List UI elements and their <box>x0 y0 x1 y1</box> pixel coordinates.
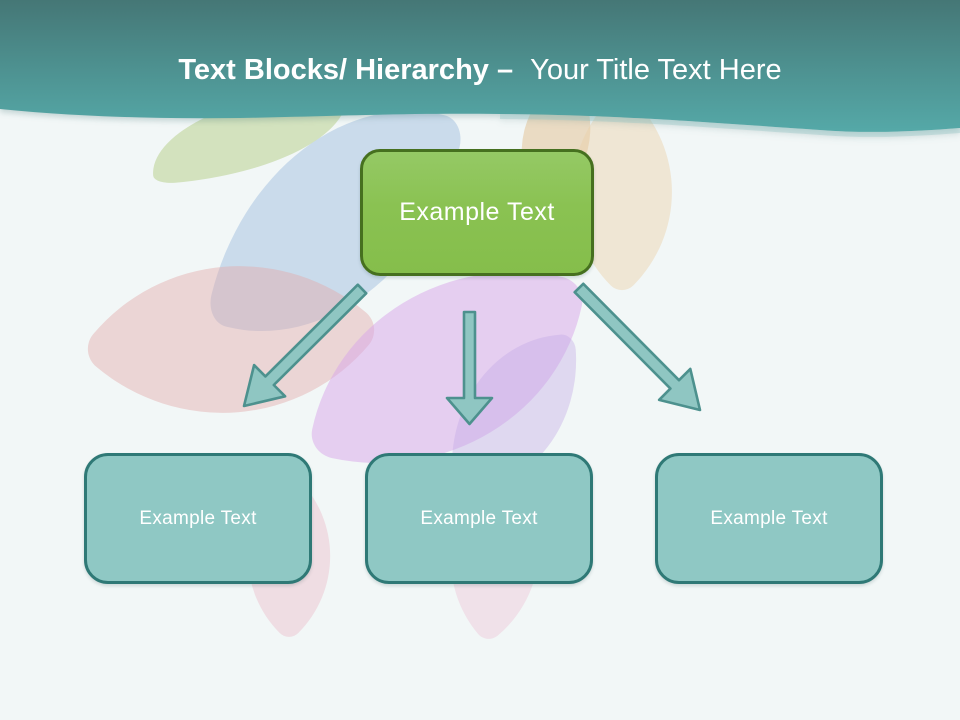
arrow-down-left-icon <box>242 283 368 408</box>
child-node-3: Example Text <box>655 453 883 584</box>
child-node-1: Example Text <box>84 453 312 584</box>
root-node: Example Text <box>360 149 594 276</box>
child-node-2-label: Example Text <box>420 507 538 529</box>
arrow-down-icon <box>445 310 494 426</box>
child-node-3-label: Example Text <box>710 507 828 529</box>
root-node-label: Example Text <box>399 198 555 226</box>
child-node-1-label: Example Text <box>139 507 257 529</box>
child-node-2: Example Text <box>365 453 593 584</box>
arrow-down-right-icon <box>573 282 702 412</box>
